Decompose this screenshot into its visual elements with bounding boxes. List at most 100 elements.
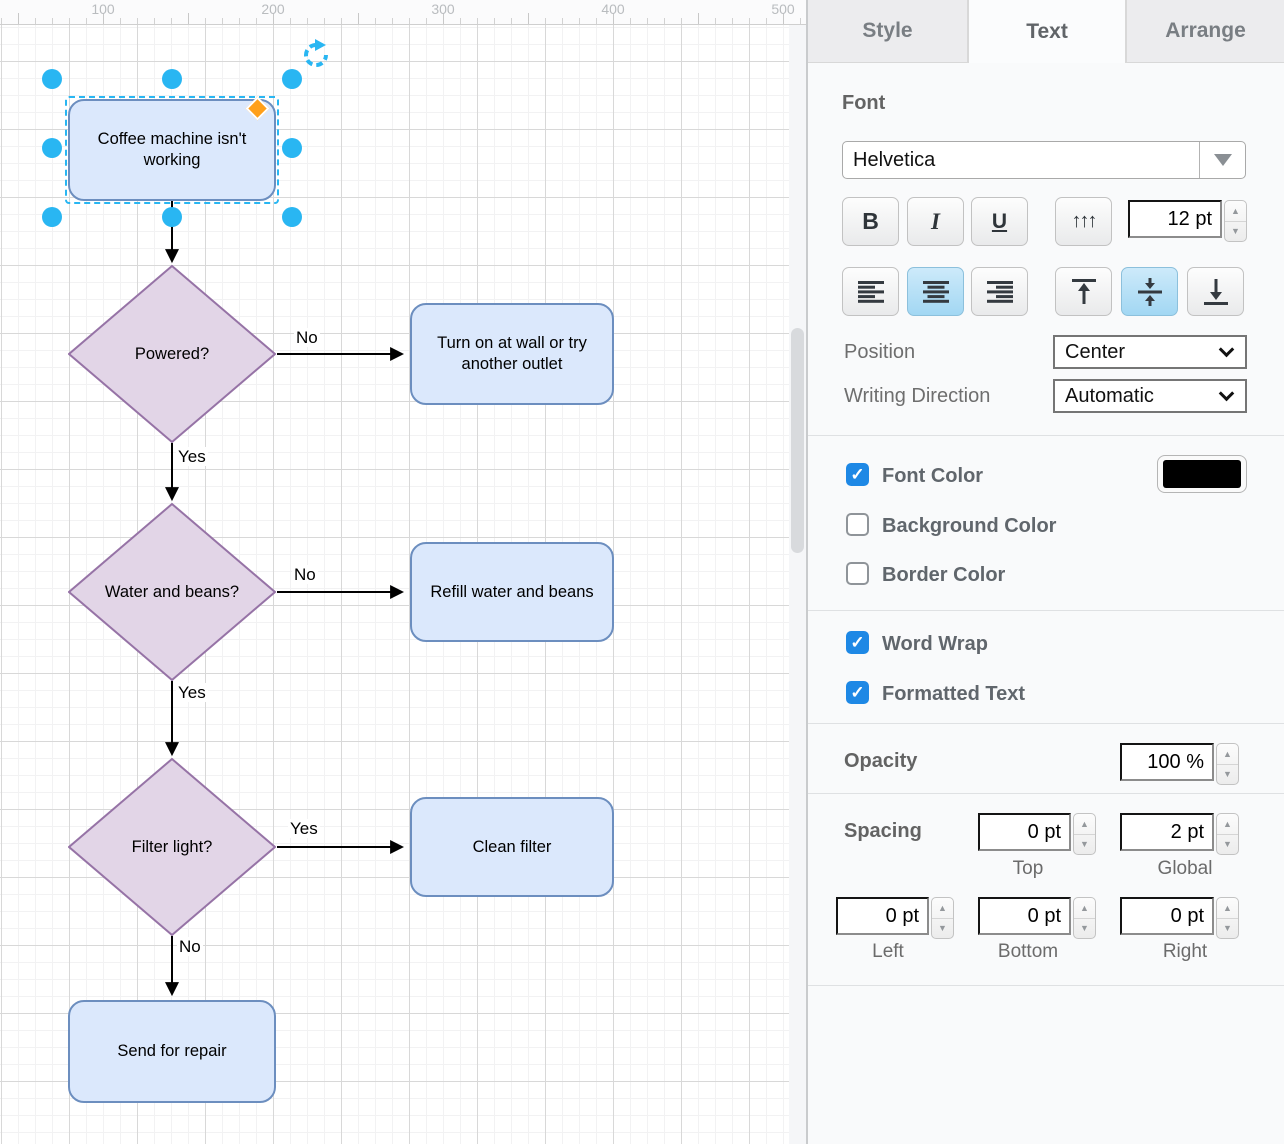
vertical-scrollbar-thumb[interactable] (791, 328, 804, 553)
spacing-right-input[interactable]: 0 pt (1120, 897, 1214, 935)
vertical-text-icon: ↑↑↑ (1071, 210, 1098, 232)
spacing-left-label: Left (872, 941, 904, 962)
font-size-input[interactable]: 12 pt (1128, 200, 1222, 238)
tab-label: Text (1026, 19, 1068, 43)
node-turn-on-at-wall[interactable]: Turn on at wall or try another outlet (410, 303, 614, 405)
node-water-beans-decision[interactable]: Water and beans? (68, 503, 276, 681)
stepper-down-icon[interactable]: ▼ (1080, 839, 1089, 850)
valign-bottom-icon (1203, 278, 1228, 305)
node-refill-water-beans[interactable]: Refill water and beans (410, 542, 614, 642)
spacing-left-stepper[interactable]: ▲ ▼ (931, 897, 954, 939)
edge-label-yes[interactable]: Yes (176, 683, 208, 702)
stepper-up-icon[interactable]: ▲ (1225, 201, 1246, 222)
tab-arrange[interactable]: Arrange (1126, 0, 1284, 63)
position-select[interactable]: Center (1053, 335, 1247, 369)
node-powered-decision[interactable]: Powered? (68, 265, 276, 443)
ruler-label: 100 (91, 1, 115, 17)
resize-handle-bottom-center[interactable] (162, 207, 182, 227)
resize-handle-bottom-right[interactable] (282, 207, 302, 227)
font-size-stepper[interactable]: ▲ ▼ (1224, 200, 1247, 242)
spacing-right-stepper[interactable]: ▲ ▼ (1216, 897, 1239, 939)
align-left-button[interactable] (842, 267, 899, 316)
spacing-bottom-input[interactable]: 0 pt (978, 897, 1071, 935)
writing-direction-select[interactable]: Automatic (1053, 379, 1247, 413)
ruler-label: 400 (601, 1, 625, 17)
stepper-up-icon[interactable]: ▲ (1217, 744, 1238, 765)
opacity-stepper[interactable]: ▲ ▼ (1216, 743, 1239, 785)
opacity-value: 100 % (1147, 750, 1204, 773)
align-right-button[interactable] (971, 267, 1028, 316)
underline-button[interactable]: U (971, 197, 1028, 246)
stepper-down-icon[interactable]: ▼ (1223, 923, 1232, 934)
align-center-button[interactable] (907, 267, 964, 316)
stepper-down-icon[interactable]: ▼ (1080, 923, 1089, 934)
diagram-canvas[interactable]: 100 200 300 400 500 (0, 0, 806, 1144)
valign-bottom-button[interactable] (1187, 267, 1244, 316)
valign-top-button[interactable] (1055, 267, 1112, 316)
tab-label: Arrange (1165, 19, 1246, 42)
edge-label-no[interactable]: No (294, 328, 320, 347)
font-size-value: 12 pt (1167, 207, 1212, 230)
ruler-label: 200 (261, 1, 285, 17)
section-divider (808, 793, 1284, 794)
spacing-top-input[interactable]: 0 pt (978, 813, 1071, 851)
node-label: Turn on at wall or try another outlet (437, 334, 587, 373)
spacing-top-stepper[interactable]: ▲ ▼ (1073, 813, 1096, 855)
bold-icon: B (862, 208, 879, 234)
node-filter-light-decision[interactable]: Filter light? (68, 758, 276, 936)
node-clean-filter[interactable]: Clean filter (410, 797, 614, 897)
node-send-for-repair[interactable]: Send for repair (68, 1000, 276, 1103)
grid-area[interactable]: Coffee machine isn't working Turn on at … (0, 25, 806, 1144)
edge-label-no[interactable]: No (177, 937, 203, 956)
rotate-icon[interactable] (300, 39, 332, 71)
font-color-checkbox[interactable]: ✓ (846, 463, 869, 486)
chevron-down-icon (1218, 385, 1235, 402)
font-color-label: Font Color (882, 465, 984, 487)
edge-label-yes[interactable]: Yes (176, 447, 208, 466)
formatted-text-checkbox[interactable]: ✓ (846, 681, 869, 704)
stepper-up-icon[interactable]: ▲ (1074, 814, 1095, 835)
resize-handle-top-center[interactable] (162, 69, 182, 89)
stepper-down-icon[interactable]: ▼ (1223, 839, 1232, 850)
font-color-swatch-button[interactable] (1157, 455, 1247, 493)
word-wrap-checkbox[interactable]: ✓ (846, 631, 869, 654)
color-swatch (1163, 460, 1241, 488)
spacing-right-label: Right (1162, 941, 1208, 962)
stepper-down-icon[interactable]: ▼ (1223, 769, 1232, 780)
font-family-dropdown-zone[interactable] (1199, 142, 1245, 178)
spacing-left-input[interactable]: 0 pt (836, 897, 929, 935)
spacing-global-stepper[interactable]: ▲ ▼ (1216, 813, 1239, 855)
resize-handle-top-right[interactable] (282, 69, 302, 89)
stepper-up-icon[interactable]: ▲ (1074, 898, 1095, 919)
resize-handle-top-left[interactable] (42, 69, 62, 89)
background-color-checkbox[interactable] (846, 513, 869, 536)
edge-label-yes[interactable]: Yes (288, 819, 320, 838)
diamond-shape (68, 503, 276, 681)
resize-handle-bottom-left[interactable] (42, 207, 62, 227)
tab-text[interactable]: Text (968, 0, 1126, 63)
node-start[interactable]: Coffee machine isn't working (68, 99, 276, 201)
opacity-input[interactable]: 100 % (1120, 743, 1214, 781)
vertical-scrollbar-track[interactable] (789, 25, 806, 1144)
stepper-up-icon[interactable]: ▲ (1217, 814, 1238, 835)
font-section-heading: Font (842, 92, 886, 114)
formatted-text-label: Formatted Text (882, 683, 1025, 705)
border-color-checkbox[interactable] (846, 562, 869, 585)
bold-button[interactable]: B (842, 197, 899, 246)
tab-style[interactable]: Style (808, 0, 968, 63)
tab-label: Style (862, 19, 913, 42)
checkmark-icon: ✓ (850, 633, 865, 652)
italic-button[interactable]: I (907, 197, 964, 246)
stepper-up-icon[interactable]: ▲ (932, 898, 953, 919)
resize-handle-middle-right[interactable] (282, 138, 302, 158)
stepper-down-icon[interactable]: ▼ (1231, 226, 1240, 237)
resize-handle-middle-left[interactable] (42, 138, 62, 158)
stepper-up-icon[interactable]: ▲ (1217, 898, 1238, 919)
stepper-down-icon[interactable]: ▼ (938, 923, 947, 934)
valign-middle-button[interactable] (1121, 267, 1178, 316)
edge-label-no[interactable]: No (292, 565, 318, 584)
font-family-select[interactable]: Helvetica (842, 141, 1246, 179)
vertical-text-button[interactable]: ↑↑↑ (1055, 197, 1112, 246)
spacing-global-input[interactable]: 2 pt (1120, 813, 1214, 851)
spacing-bottom-stepper[interactable]: ▲ ▼ (1073, 897, 1096, 939)
